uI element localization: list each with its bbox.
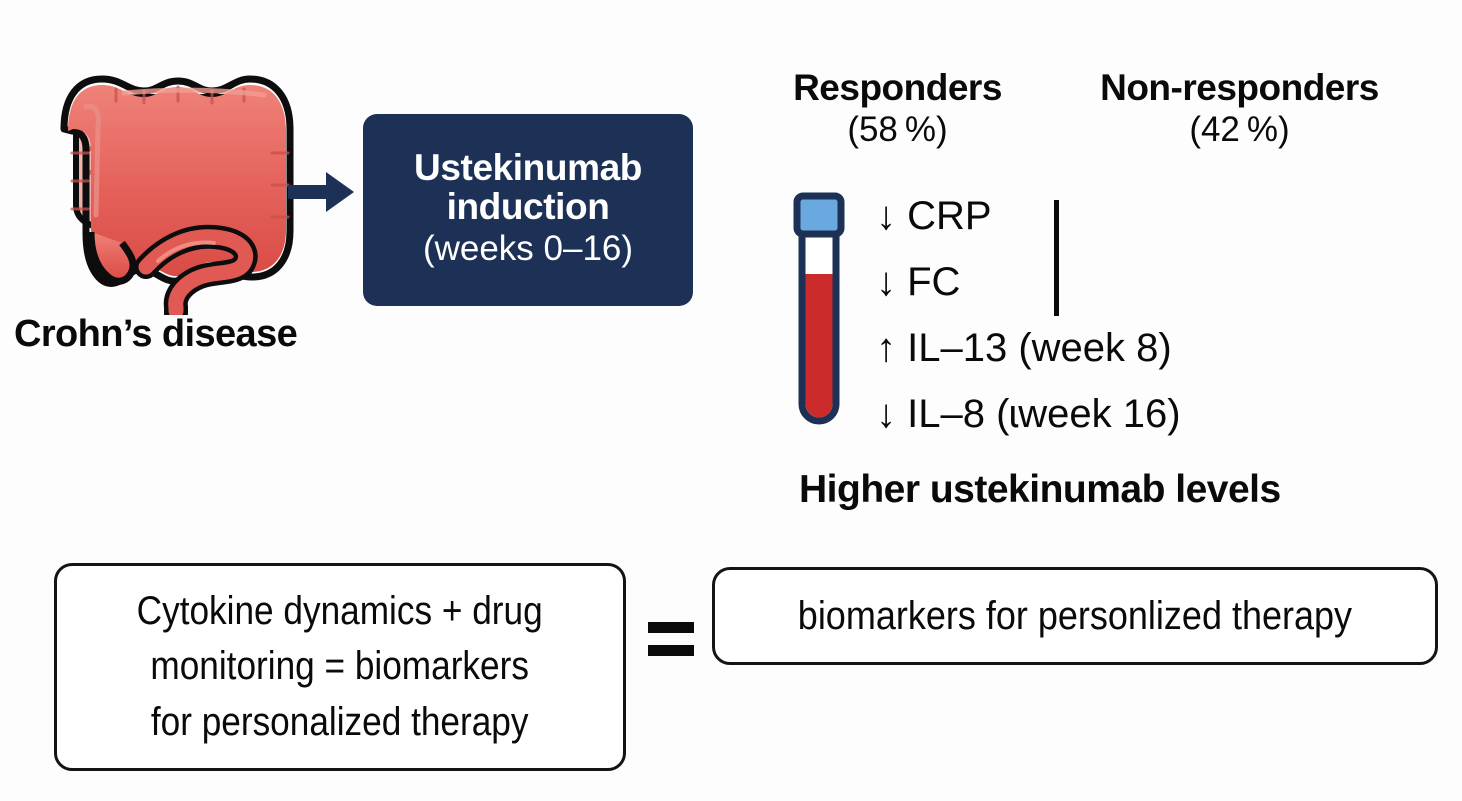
responders-header: Responders (58 %)	[760, 67, 1035, 151]
conclusion-left-box: Cytokine dynamics + drug monitoring = bi…	[54, 563, 626, 771]
down-arrow-icon: ↓	[876, 260, 896, 304]
drug-levels-label: Higher ustekinumab levels	[799, 468, 1281, 511]
responders-title: Responders	[793, 67, 1002, 108]
biomarker-row: ↓ FC	[876, 262, 960, 302]
induction-weeks: (weeks 0–16)	[422, 229, 634, 269]
equals-bar-top	[648, 622, 694, 633]
non-responders-header: Non-responders (42 %)	[1082, 67, 1397, 151]
down-arrow-icon: ↓	[876, 194, 896, 238]
biomarker-row: ↓ CRP	[876, 196, 992, 236]
conclusion-left-text: Cytokine dynamics + drug monitoring = bi…	[137, 589, 543, 744]
right-arrow-icon	[288, 172, 354, 212]
equals-bar-bottom	[648, 645, 694, 656]
intestine-icon	[60, 75, 294, 315]
down-arrow-icon: ↓	[876, 392, 896, 436]
conclusion-right-text: biomarkers for personlized therapy	[797, 594, 1353, 638]
biomarker-label: FC	[907, 260, 961, 304]
non-responders-percent: (42 %)	[1189, 109, 1290, 149]
crohns-disease-label: Crohn’s disease	[14, 313, 298, 355]
induction-line-2: induction	[446, 186, 610, 228]
up-arrow-icon: ↑	[876, 326, 896, 370]
biomarker-row: ↑ IL–13 (week 8)	[876, 328, 1172, 368]
biomarker-row: ↓ IL–8 (ɩweek 16)	[876, 394, 1181, 434]
conclusion-right-box: biomarkers for personlized therapy	[712, 567, 1438, 665]
biomarker-label: IL–13 (week 8)	[907, 326, 1172, 370]
blood-test-tube-icon	[793, 192, 845, 425]
column-divider	[1054, 200, 1059, 316]
equals-sign-icon	[648, 620, 694, 656]
biomarker-label: CRP	[907, 194, 992, 238]
non-responders-title: Non-responders	[1100, 67, 1379, 108]
biomarker-label: IL–8 (ɩweek 16)	[907, 392, 1181, 436]
responders-percent: (58 %)	[847, 109, 948, 149]
induction-line-1: Ustekinumab	[414, 147, 642, 189]
ustekinumab-induction-box: Ustekinumab induction (weeks 0–16)	[363, 114, 693, 306]
